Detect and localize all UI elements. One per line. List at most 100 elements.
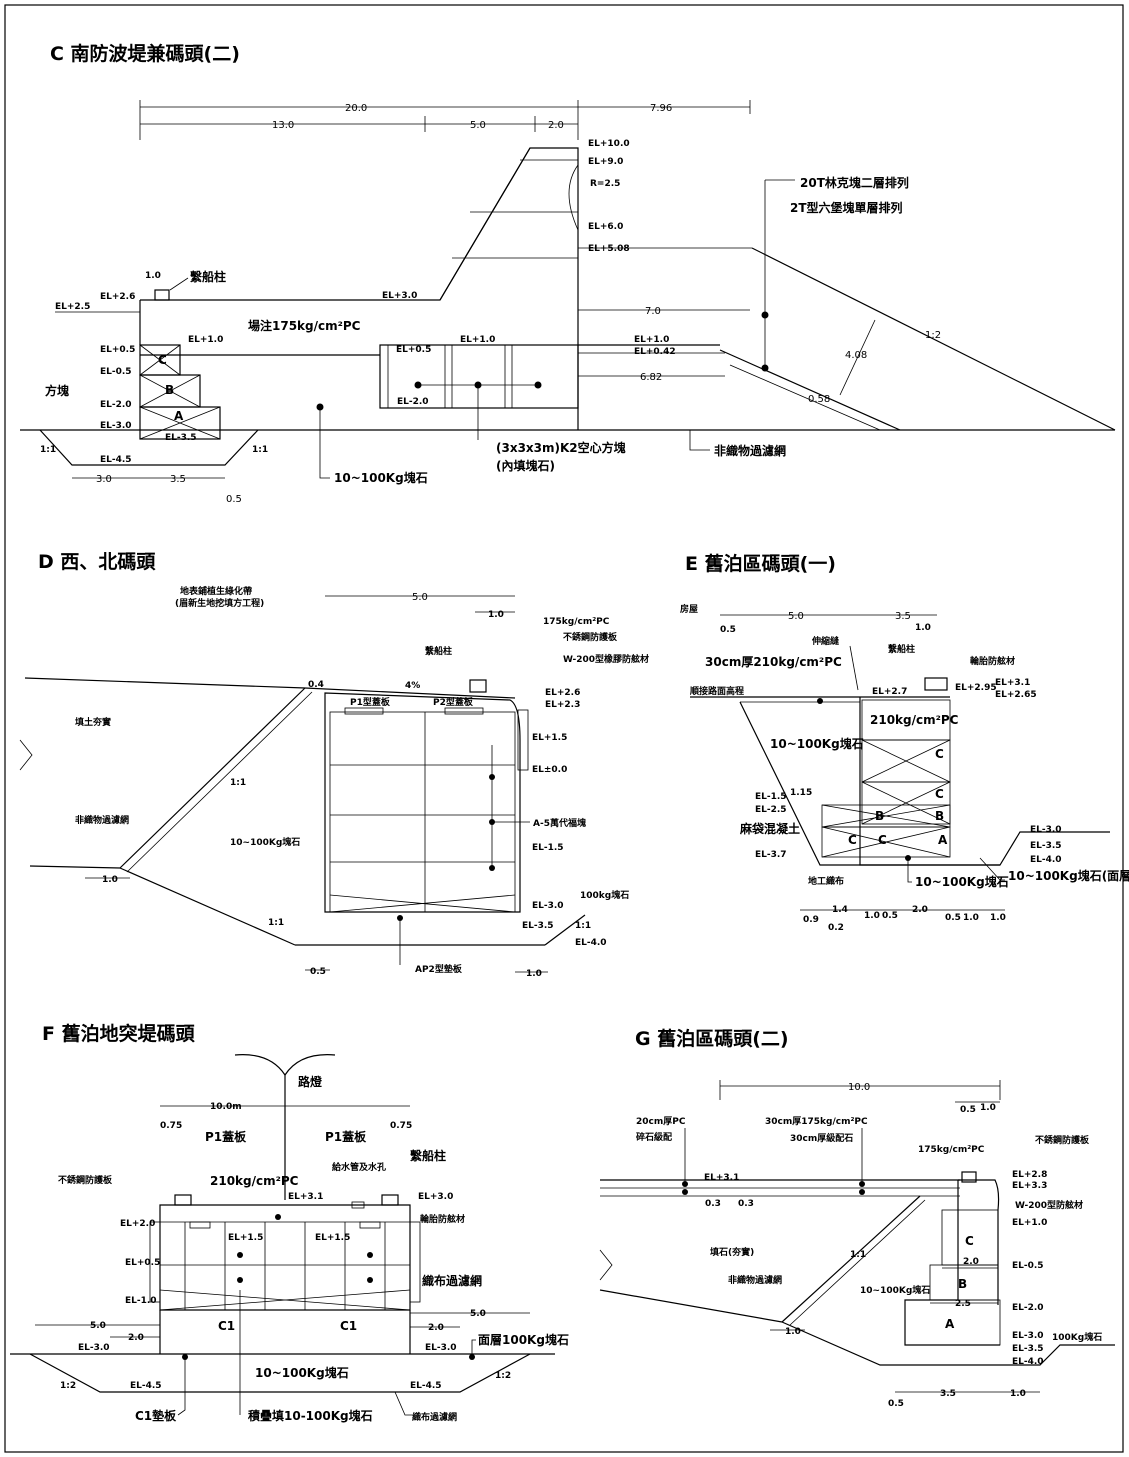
- el-f-2: EL+2.0: [120, 1219, 155, 1229]
- label-e-pavement: 30cm厚210kg/cm²PC: [705, 655, 842, 669]
- el-c-3: EL+3.0: [382, 291, 417, 301]
- dim-e-115: 1.15: [790, 788, 812, 798]
- label-c-caisson-fill: (內填塊石): [496, 458, 555, 473]
- dim-c-5: 5.0: [470, 120, 486, 131]
- label-e-geo: 地工織布: [808, 875, 844, 887]
- label-f-slope: 1:2: [60, 1381, 76, 1391]
- label-g-slope: 1:1: [850, 1250, 866, 1260]
- label-e-bag: 麻袋混凝土: [739, 821, 800, 836]
- section-e-title: E 舊泊區碼頭(一): [685, 553, 836, 575]
- label-g-steel: 不銹鋼防護板: [1035, 1134, 1090, 1146]
- dim-c-05: 0.5: [226, 494, 242, 505]
- dim-c-058: 0.58: [808, 394, 830, 405]
- el-f-m45b: EL-4.5: [410, 1381, 442, 1391]
- el-c-1: EL+1.0: [188, 335, 223, 345]
- el-d-m15: EL-1.5: [532, 843, 564, 853]
- dim-g-1b: 1.0: [785, 1327, 801, 1337]
- dim-f-075b: 0.75: [390, 1121, 412, 1131]
- el-c-05b: EL+0.5: [396, 345, 431, 355]
- el-d-23: EL+2.3: [545, 700, 580, 710]
- el-e-31: EL+3.1: [995, 678, 1030, 688]
- el-e-m37: EL-3.7: [755, 850, 787, 860]
- el-c-10: EL+10.0: [588, 139, 630, 149]
- el-c-26: EL+2.6: [100, 292, 135, 302]
- el-g-28: EL+2.8: [1012, 1170, 1047, 1180]
- section-f-title: F 舊泊地突堤碼頭: [42, 1022, 196, 1045]
- el-c-05: EL+0.5: [100, 345, 135, 355]
- dim-g-03b: 0.3: [738, 1199, 754, 1209]
- el-d-m35: EL-3.5: [522, 921, 554, 931]
- dim-g-25: 2.5: [955, 1299, 971, 1309]
- el-c-042: EL+0.42: [634, 347, 676, 357]
- dim-f-5a: 5.0: [90, 1321, 106, 1331]
- label-e-b1: B: [875, 809, 884, 823]
- label-d-slope3: 1:1: [575, 921, 591, 931]
- label-f-tire: 輪胎防舷材: [420, 1213, 465, 1225]
- label-g-pc30: 30cm厚175kg/cm²PC: [765, 1116, 868, 1127]
- dim-c-3: 3.0: [96, 474, 112, 485]
- dim-d-04: 0.4: [308, 680, 324, 690]
- label-f-surface: 面層100Kg塊石: [478, 1332, 569, 1347]
- label-g-c: C: [965, 1234, 974, 1248]
- label-c-bollard: 繫船柱: [190, 269, 226, 284]
- label-g-rubble: 10~100Kg塊石: [860, 1284, 930, 1296]
- label-e-house: 房屋: [680, 603, 698, 615]
- dim-g-1c: 1.0: [1010, 1389, 1026, 1399]
- el-f-m45a: EL-4.5: [130, 1381, 162, 1391]
- label-c-block2t: 2T型六堡塊單層排列: [790, 200, 903, 215]
- dim-e-2: 2.0: [912, 905, 928, 915]
- el-c-6: EL+6.0: [588, 222, 623, 232]
- section-d-title: D 西、北碼頭: [38, 551, 156, 573]
- dim-e-35: 3.5: [895, 611, 911, 622]
- label-e-a: A: [938, 833, 948, 847]
- label-c-concrete: 場注175kg/cm²PC: [248, 318, 361, 333]
- label-f-steel: 不銹鋼防護板: [58, 1174, 113, 1186]
- dim-e-14: 1.4: [832, 905, 848, 915]
- dim-g-03a: 0.3: [705, 1199, 721, 1209]
- label-e-rubble-surface: 10~100Kg塊石(面層): [1008, 868, 1129, 883]
- label-c-block20t: 20T林克塊二層排列: [800, 175, 909, 190]
- el-f-31: EL+3.1: [288, 1192, 323, 1202]
- label-f-slab: C1墊板: [135, 1408, 177, 1423]
- label-d-steel: 不銹鋼防護板: [563, 631, 618, 643]
- el-d-15: EL+1.5: [532, 733, 567, 743]
- el-d-0: EL±0.0: [532, 765, 567, 775]
- label-g-gravel: 碎石級配: [636, 1131, 672, 1143]
- el-g-31: EL+3.1: [704, 1173, 739, 1183]
- label-e-rubble: 10~100Kg塊石: [770, 736, 864, 751]
- dim-g-2: 2.0: [963, 1257, 979, 1267]
- label-f-c1: C1: [218, 1319, 235, 1333]
- el-e-m15: EL-1.5: [755, 792, 787, 802]
- label-f-p1a: P1蓋板: [205, 1129, 247, 1144]
- dim-e-05c: 0.5: [945, 913, 961, 923]
- label-c-block-b: B: [165, 383, 174, 397]
- el-d-m3: EL-3.0: [532, 901, 564, 911]
- label-g-a: A: [945, 1317, 955, 1331]
- label-f-geotextile: 織布過濾網: [422, 1273, 482, 1288]
- label-d-p2: P2型蓋板: [433, 696, 474, 708]
- dim-e-09: 0.9: [803, 915, 819, 925]
- label-d-fender: W-200型橡膠防舷材: [563, 653, 649, 665]
- section-e: E 舊泊區碼頭(一) 房屋 5.0 3.5 1.0 0.5 伸縮縫 繫船柱 輪胎…: [680, 553, 1129, 933]
- label-d-rubble: 10~100Kg塊石: [230, 836, 300, 848]
- el-e-m35: EL-3.5: [1030, 841, 1062, 851]
- el-c-1c: EL+1.0: [460, 335, 495, 345]
- el-f-15b: EL+1.5: [315, 1233, 350, 1243]
- label-g-base: 30cm厚級配石: [790, 1132, 853, 1144]
- el-e-m4: EL-4.0: [1030, 855, 1062, 865]
- dim-c-r25: R=2.5: [590, 179, 620, 189]
- el-g-m4: EL-4.0: [1012, 1357, 1044, 1367]
- dim-d-1: 1.0: [488, 610, 504, 620]
- dim-f-2a: 2.0: [128, 1333, 144, 1343]
- label-c-caisson: (3x3x3m)K2空心方塊: [496, 440, 626, 455]
- label-f-rubble: 10~100Kg塊石: [255, 1365, 349, 1380]
- el-f-m3b: EL-3.0: [425, 1343, 457, 1353]
- label-d-p1: P1型蓋板: [350, 696, 391, 708]
- el-c-m45: EL-4.5: [100, 455, 132, 465]
- dim-g-10: 10.0: [848, 1082, 870, 1093]
- sheet-border: [4, 4, 1124, 1453]
- label-f-fill: 積疊填10-100Kg塊石: [247, 1408, 373, 1423]
- el-f-3: EL+3.0: [418, 1192, 453, 1202]
- label-e-concrete: 210kg/cm²PC: [870, 713, 959, 727]
